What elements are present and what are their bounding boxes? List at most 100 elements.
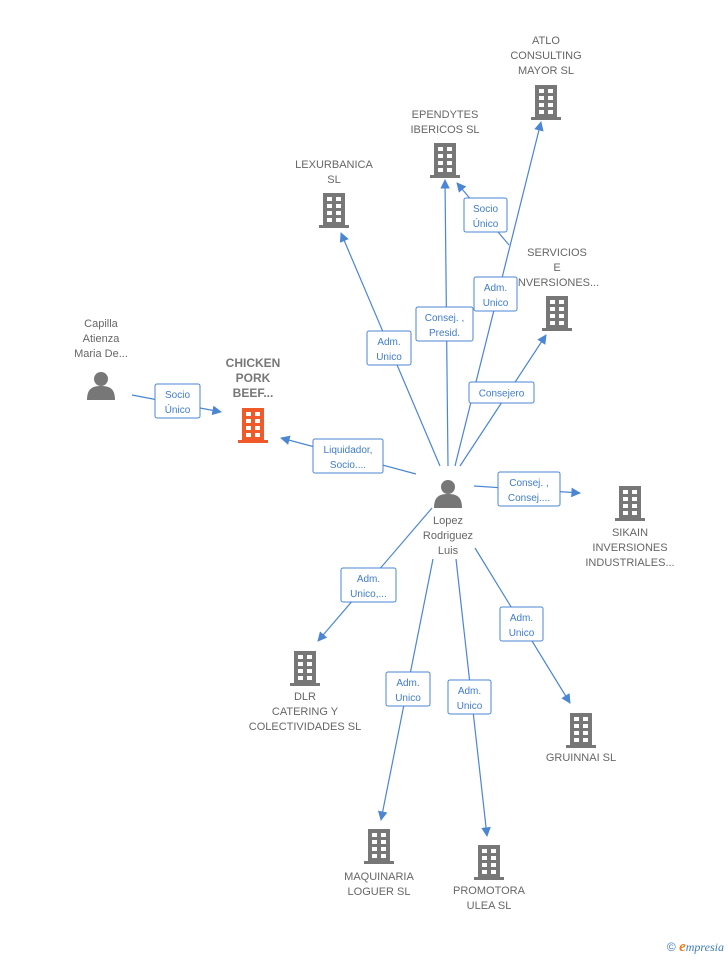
- edge-label-text: Único: [473, 217, 499, 230]
- node-label: MAQUINARIA: [344, 871, 414, 883]
- person-icon: [434, 480, 462, 508]
- node-label: INDUSTRIALES...: [585, 557, 674, 569]
- edge-label-maquinaria[interactable]: Adm. Unico: [385, 671, 431, 707]
- edge-label-text: Consej....: [508, 493, 550, 504]
- edge-label-box: [463, 197, 508, 233]
- edge-label-text: Consej. ,: [425, 313, 464, 324]
- edge-label-text: Unico: [376, 352, 402, 363]
- node-label: MAYOR SL: [518, 65, 574, 77]
- person-icon: [87, 372, 115, 400]
- edge-label-promotora[interactable]: Adm. Unico: [447, 679, 492, 715]
- node-atlo[interactable]: ATLO CONSULTING MAYOR SL: [510, 35, 582, 120]
- edge-label-atlo[interactable]: Adm. Unico: [473, 276, 518, 312]
- edge-label-text: Unico: [483, 298, 509, 309]
- node-label: Lopez: [433, 515, 463, 527]
- edge-label-box: [473, 276, 518, 312]
- edge-label-box: [468, 381, 535, 404]
- edge-label-dlr[interactable]: Adm. Unico,...: [340, 567, 397, 603]
- edge-label-box: [415, 306, 474, 342]
- edge-label-text: Unico: [395, 693, 421, 704]
- edge-label-text: Adm.: [396, 678, 419, 689]
- edge-label-text: Adm.: [458, 686, 481, 697]
- building-icon: [474, 845, 504, 880]
- edge-label-text: Consej. ,: [509, 478, 548, 489]
- node-label: Capilla: [84, 318, 119, 330]
- brand-footer: © empresia: [667, 939, 724, 956]
- node-label: CONSULTING: [510, 50, 581, 62]
- node-chicken[interactable]: CHICKENPORKBEEF...: [226, 356, 281, 443]
- edge-label-text: Adm.: [377, 337, 400, 348]
- edge-label-text: Unico,...: [350, 589, 387, 600]
- copyright-icon: ©: [666, 940, 676, 954]
- node-label: CHICKEN: [226, 356, 281, 370]
- edge-label-box: [385, 671, 431, 707]
- node-label: LEXURBANICA: [295, 159, 373, 171]
- building-icon: [566, 713, 596, 748]
- node-label: Luis: [438, 545, 459, 557]
- node-label: PORK: [236, 371, 271, 385]
- edge-label-text: Unico: [457, 701, 483, 712]
- edge-label-box: [499, 606, 544, 642]
- node-maquinaria[interactable]: MAQUINARIA LOGUER SL: [344, 829, 414, 898]
- building-icon: [531, 85, 561, 120]
- node-label: SERVICIOS: [527, 247, 587, 259]
- node-label: GRUINNAI SL: [546, 752, 616, 764]
- node-label: E: [553, 262, 560, 274]
- node-lexurbanica[interactable]: LEXURBANICA SL: [295, 159, 373, 228]
- node-label: SIKAIN: [612, 527, 648, 539]
- edge-label-box: [366, 330, 412, 366]
- edge-label-text: Socio: [473, 204, 498, 215]
- node-servicios[interactable]: SERVICIOS E INVERSIONES...: [515, 247, 599, 331]
- building-icon: [364, 829, 394, 864]
- node-label: Atienza: [83, 333, 121, 345]
- node-label: ATLO: [532, 35, 560, 47]
- node-label: SL: [327, 174, 340, 186]
- node-ependytes[interactable]: EPENDYTES IBERICOS SL: [410, 109, 480, 178]
- edge-label-box: [154, 383, 201, 419]
- edge-label-text: Liquidador,: [324, 445, 373, 456]
- node-label: CATERING Y: [272, 706, 339, 718]
- edge-label-text: Único: [165, 403, 191, 416]
- node-label: EPENDYTES: [412, 109, 479, 121]
- edge-label-text: Unico: [509, 628, 535, 639]
- brand-name: mpresia: [685, 940, 724, 954]
- node-label: INVERSIONES...: [515, 277, 599, 289]
- building-icon: [542, 296, 572, 331]
- edge-label-text: Socio....: [330, 460, 366, 471]
- node-gruinnai[interactable]: GRUINNAI SL: [546, 713, 616, 764]
- node-label: BEEF...: [233, 386, 274, 400]
- node-dlr[interactable]: DLR CATERING Y COLECTIVIDADES SL: [249, 651, 361, 733]
- edge-label-box: [312, 438, 384, 474]
- edge-label-text: Adm.: [484, 283, 507, 294]
- building-icon: [319, 193, 349, 228]
- edge-label-sikain[interactable]: Consej. , Consej....: [497, 471, 561, 507]
- node-label: INVERSIONES: [592, 542, 667, 554]
- edge-label-text: Consejero: [479, 389, 525, 400]
- building-icon: [290, 651, 320, 686]
- edge-label-text: Socio: [165, 390, 190, 401]
- edge-label-text: Adm.: [510, 613, 533, 624]
- edge-label-servicios[interactable]: Consejero: [468, 381, 535, 404]
- node-label: COLECTIVIDADES SL: [249, 721, 361, 733]
- building-icon: [430, 143, 460, 178]
- node-label: PROMOTORA: [453, 885, 526, 897]
- node-label: IBERICOS SL: [410, 124, 479, 136]
- node-sikain[interactable]: SIKAIN INVERSIONES INDUSTRIALES...: [585, 486, 675, 569]
- node-label: Maria De...: [74, 348, 128, 360]
- node-label: LOGUER SL: [348, 886, 411, 898]
- edge-label-box: [340, 567, 397, 603]
- edge-label-chicken[interactable]: Liquidador, Socio....: [312, 438, 384, 474]
- edge-label-lexurbanica[interactable]: Adm. Unico: [366, 330, 412, 366]
- edge-label-box: [447, 679, 492, 715]
- edge-label-ependytes[interactable]: Consej. ,Presid.: [415, 306, 474, 342]
- node-label: DLR: [294, 691, 316, 703]
- edge-label-text: Adm.: [357, 574, 380, 585]
- edge-label-gruinnai[interactable]: Adm. Unico: [499, 606, 544, 642]
- brand-logo-initial: e: [679, 939, 686, 955]
